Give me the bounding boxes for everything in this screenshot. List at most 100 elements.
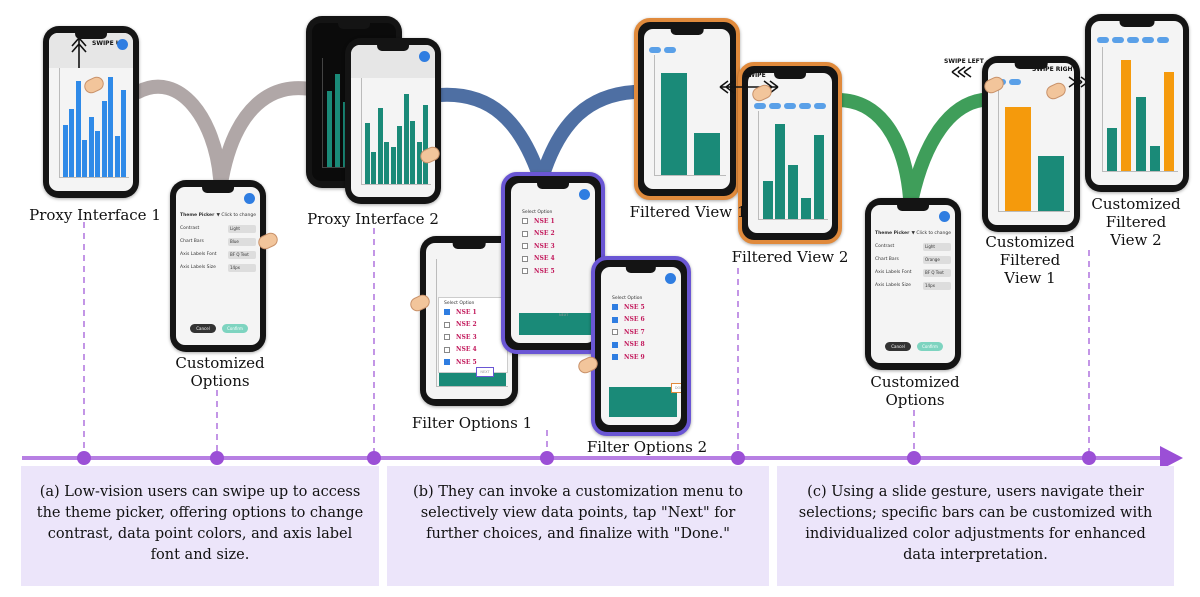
confirm-button[interactable]: Confirm bbox=[222, 324, 248, 333]
timeline-dot-5 bbox=[731, 451, 745, 465]
filter-chip[interactable] bbox=[1127, 37, 1139, 43]
filter-chip[interactable] bbox=[1157, 37, 1169, 43]
chart-bar bbox=[1164, 71, 1175, 171]
theme-button-icon[interactable] bbox=[665, 273, 676, 284]
timeline-arrowhead bbox=[1160, 446, 1183, 470]
checkbox[interactable] bbox=[612, 316, 618, 323]
menu-item-label: NSE 6 bbox=[624, 316, 645, 324]
done-button[interactable]: DONE bbox=[671, 383, 681, 393]
menu-item[interactable]: NSE 7 bbox=[612, 326, 674, 339]
filter-chip[interactable] bbox=[664, 47, 676, 53]
filter-chip[interactable] bbox=[1097, 37, 1109, 43]
filter-chip[interactable] bbox=[814, 103, 826, 109]
checkbox[interactable] bbox=[444, 321, 450, 328]
checkbox[interactable] bbox=[522, 243, 528, 250]
checkbox[interactable] bbox=[444, 334, 450, 341]
menu-item[interactable]: NSE 5 bbox=[522, 265, 590, 278]
settings-row-dropdown[interactable]: Blue bbox=[228, 237, 256, 246]
filter-chip[interactable] bbox=[769, 103, 781, 109]
timeline-dot-7 bbox=[1082, 451, 1096, 465]
chart-bar bbox=[1121, 59, 1132, 171]
cancel-button[interactable]: Cancel bbox=[885, 342, 911, 351]
settings-row-dropdown[interactable]: Orange bbox=[923, 255, 951, 264]
checkbox[interactable] bbox=[522, 255, 528, 262]
menu-item[interactable]: NSE 4 bbox=[444, 344, 502, 357]
settings-row[interactable]: Axis Labels Size 14px bbox=[180, 261, 256, 274]
confirm-button[interactable]: Confirm bbox=[917, 342, 943, 351]
next-button[interactable]: NEXT bbox=[559, 313, 569, 317]
menu-item[interactable]: NSE 2 bbox=[522, 228, 590, 241]
menu-item[interactable]: NSE 4 bbox=[522, 253, 590, 266]
chart-bar bbox=[762, 181, 773, 220]
phone-notch bbox=[670, 29, 704, 35]
checkbox[interactable] bbox=[612, 329, 618, 336]
menu-item[interactable]: NSE 1 bbox=[522, 215, 590, 228]
menu-item[interactable]: NSE 6 bbox=[612, 314, 674, 327]
checkbox[interactable] bbox=[444, 309, 450, 316]
phone-notch bbox=[774, 73, 806, 79]
chart-plot bbox=[758, 111, 828, 221]
filter-chip[interactable] bbox=[799, 103, 811, 109]
settings-row-dropdown[interactable]: BF Q Text bbox=[923, 268, 951, 277]
checkbox[interactable] bbox=[522, 268, 528, 275]
filter-chip[interactable] bbox=[649, 47, 661, 53]
menu-item[interactable]: NSE 3 bbox=[522, 240, 590, 253]
filter-chip[interactable] bbox=[784, 103, 796, 109]
filter-chip[interactable] bbox=[1142, 37, 1154, 43]
menu-item[interactable]: NSE 5 bbox=[612, 301, 674, 314]
settings-row-label: Axis Labels Size bbox=[180, 265, 216, 270]
menu-item[interactable]: NSE 8 bbox=[612, 339, 674, 352]
chart-bar bbox=[82, 140, 88, 178]
menu-item[interactable]: NSE 9 bbox=[612, 351, 674, 364]
label-customized-options-c: Customized Options bbox=[870, 373, 960, 409]
theme-button-icon[interactable] bbox=[579, 189, 590, 200]
theme-button-icon[interactable] bbox=[244, 193, 255, 204]
checkbox[interactable] bbox=[612, 341, 618, 348]
menu-item[interactable]: NSE 1 bbox=[444, 306, 502, 319]
settings-row-dropdown[interactable]: 14px bbox=[923, 281, 951, 290]
filter-chip[interactable] bbox=[754, 103, 766, 109]
chart-bar bbox=[694, 133, 721, 176]
menu-item[interactable]: NSE 5 bbox=[444, 356, 502, 369]
checkbox[interactable] bbox=[444, 346, 450, 353]
checkbox[interactable] bbox=[522, 230, 528, 237]
checkbox[interactable] bbox=[612, 354, 618, 361]
settings-row-dropdown[interactable]: Light bbox=[228, 224, 256, 233]
label-customized-filtered-view-1: Customized Filtered View 1 bbox=[985, 233, 1075, 287]
checkbox[interactable] bbox=[444, 359, 450, 366]
chart-bar bbox=[326, 90, 332, 168]
menu-item[interactable]: NSE 2 bbox=[444, 319, 502, 332]
cancel-button[interactable]: Cancel bbox=[190, 324, 216, 333]
phone-notch bbox=[537, 183, 569, 189]
phone-notch bbox=[1119, 21, 1155, 27]
filter-chip[interactable] bbox=[1009, 79, 1021, 85]
chart-bar bbox=[814, 135, 825, 220]
chart-plot bbox=[1102, 47, 1179, 172]
theme-button-icon[interactable] bbox=[419, 51, 430, 62]
phone-notch bbox=[338, 23, 370, 29]
settings-row-dropdown[interactable]: BF Q Text bbox=[228, 250, 256, 259]
settings-row-dropdown[interactable]: 14px bbox=[228, 263, 256, 272]
phone-proxy-interface-2 bbox=[345, 38, 441, 204]
theme-button-icon[interactable] bbox=[117, 39, 128, 50]
theme-button-icon[interactable] bbox=[939, 211, 950, 222]
bar-strip bbox=[609, 387, 677, 417]
settings-row-dropdown[interactable]: Light bbox=[923, 242, 951, 251]
chart-plot bbox=[654, 54, 726, 177]
filter-chip[interactable] bbox=[1112, 37, 1124, 43]
menu-item[interactable]: NSE 3 bbox=[444, 331, 502, 344]
chart-bar bbox=[88, 117, 94, 178]
next-button[interactable]: NEXT bbox=[476, 367, 494, 377]
checkbox[interactable] bbox=[522, 218, 528, 225]
checkbox[interactable] bbox=[612, 304, 618, 311]
